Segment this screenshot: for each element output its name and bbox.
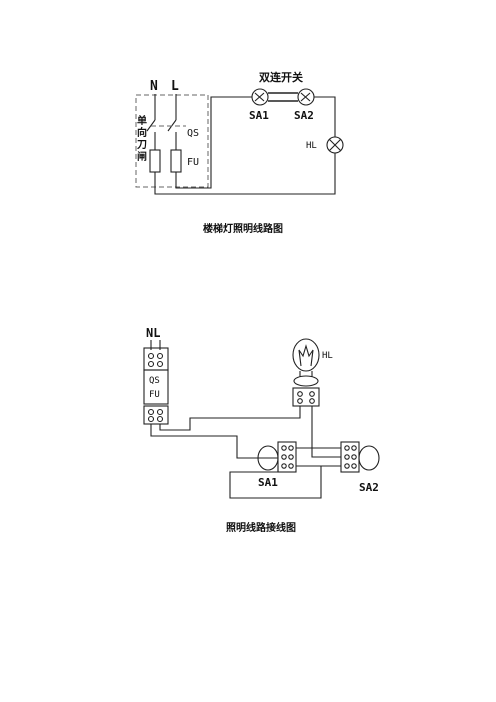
wire-sa2-to-lamp [314,96,336,137]
input-terminal-2 [156,352,164,360]
lamp-bulb [292,338,320,372]
output-terminal-4 [156,415,164,423]
switch-sa1 [251,88,269,106]
sa1-terminal-2 [288,445,294,451]
sa2-contacts [300,92,311,102]
lamp-filament [298,344,314,367]
lamp-neck [299,371,313,377]
breaker-char-1: 单 [137,114,147,127]
caption-2: 照明线路接线图 [226,521,296,534]
input-terminal-block [143,347,169,371]
staircase-lighting-diagram: N L 单 向 刀 闸 QS FU 双连开关 SA1 SA2 [135,70,344,235]
sa1-terminal-1 [281,445,287,451]
sa1-terminal-3 [281,454,287,460]
label-nl: NL [146,326,160,340]
output-terminal-2 [156,408,164,416]
label-fu-2: FU [149,390,160,400]
wire-sa2-to-lamp [311,406,341,458]
wire-breaker-to-sa1 [150,424,278,459]
fuse-l [170,149,182,173]
wire-return-n [154,153,336,195]
lamp-terminal-4 [309,398,315,404]
label-sa2-2: SA2 [359,481,379,494]
breaker-enclosure [135,94,209,188]
input-terminal-1 [147,352,155,360]
label-sa1: SA1 [249,109,269,122]
lamp-cross [328,138,342,152]
sa2-terminal-2 [351,445,357,451]
sa2-terminal-6 [351,463,357,469]
switch-sa2-plate [358,445,380,471]
label-n: N [150,79,158,94]
wire-l-to-sa1 [175,96,252,189]
label-fu: FU [187,157,199,168]
label-qs-2: QS [149,376,160,386]
label-sa1-2: SA1 [258,476,278,489]
lighting-wiring-diagram: NL QS FU HL [143,326,380,534]
sa1-terminal-4 [288,454,294,460]
sa2-terminal-3 [344,454,350,460]
sa2-terminal-5 [344,463,350,469]
input-terminal-4 [156,360,164,368]
sa2-terminal-1 [344,445,350,451]
output-terminal-block [143,405,169,425]
label-hl: HL [306,141,317,151]
lamp-holder [293,375,319,387]
lamp-terminal-1 [297,391,303,397]
output-terminal-1 [147,408,155,416]
breaker-char-4: 闸 [137,150,147,163]
lamp-terminal-2 [309,391,315,397]
lamp-terminal-3 [297,398,303,404]
breaker-char-2: 向 [137,126,147,139]
label-l: L [171,79,179,94]
sa1-terminal-6 [288,463,294,469]
label-sa2: SA2 [294,109,314,122]
fuse-n [149,149,161,173]
output-terminal-3 [147,415,155,423]
sa1-contacts [254,92,265,102]
label-switch-pair: 双连开关 [259,70,303,84]
breaker-box [143,369,169,405]
wire-return-loop [229,465,322,499]
caption-1: 楼梯灯照明线路图 [203,222,283,235]
breaker-char-3: 刀 [137,140,147,151]
sa2-terminal-4 [351,454,357,460]
wire-breaker-to-lamp [159,406,301,431]
label-hl-2: HL [322,351,333,361]
sa1-terminal-5 [281,463,287,469]
switch-sa1-terminals [277,441,297,473]
label-qs: QS [187,128,199,139]
traveller-wires [268,92,298,102]
lamp-terminal-block [292,387,320,407]
input-terminal-3 [147,360,155,368]
